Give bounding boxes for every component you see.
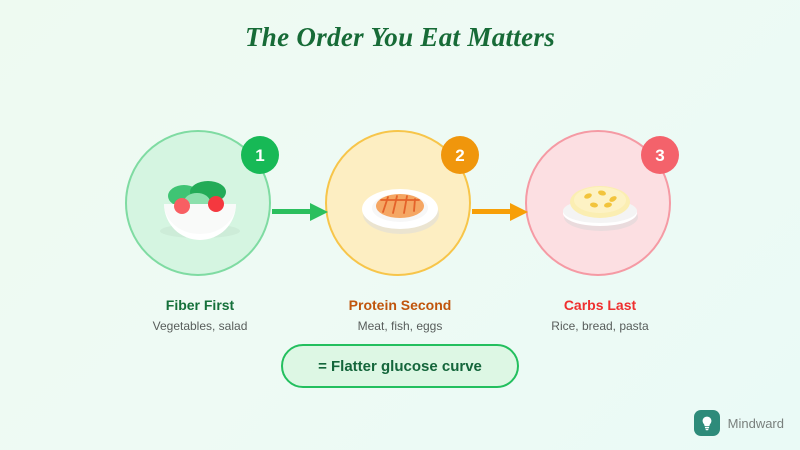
arrow-shaft [272, 209, 312, 214]
step-caption-carbs: Carbs Last Rice, bread, pasta [490, 296, 710, 334]
callout-pill: = Flatter glucose curve [281, 344, 519, 388]
brand-logo: Mindward [693, 410, 784, 436]
rice-plate-icon [563, 186, 638, 231]
arrow-shaft [472, 209, 512, 214]
step-subtitle-protein: Meat, fish, eggs [357, 319, 443, 333]
brand-mark [693, 410, 720, 436]
brand-name: Mindward [727, 415, 784, 431]
step-badge-1: 1 [241, 136, 279, 174]
arrow-head [310, 203, 328, 221]
step-badge-3: 3 [641, 136, 679, 174]
arrow-step2-to-step3 [472, 203, 532, 221]
step-caption-fiber: Fiber First Vegetables, salad [90, 296, 310, 334]
step-title-carbs: Carbs Last [563, 297, 637, 313]
step-card-fiber[interactable]: 1 [125, 130, 279, 280]
step-title-protein: Protein Second [348, 297, 452, 313]
step-caption-protein: Protein Second Meat, fish, eggs [290, 296, 510, 334]
lightbulb-icon [702, 416, 712, 431]
arrow-head [510, 203, 528, 221]
step-title-fiber: Fiber First [165, 297, 235, 313]
arrow-step1-to-step2 [272, 203, 332, 221]
step-badge-2: 2 [441, 136, 479, 174]
protein-plate-icon [362, 189, 439, 234]
step-card-carbs[interactable]: 3 [525, 130, 679, 280]
step-card-protein[interactable]: 2 [325, 130, 479, 280]
page-title: The Order You Eat Matters [244, 22, 556, 52]
step-subtitle-fiber: Vegetables, salad [152, 319, 248, 333]
salad-bowl-icon [160, 181, 240, 240]
callout-text: = Flatter glucose curve [318, 357, 482, 375]
step-subtitle-carbs: Rice, bread, pasta [551, 319, 649, 333]
steps-row: 1 2 [0, 130, 800, 280]
